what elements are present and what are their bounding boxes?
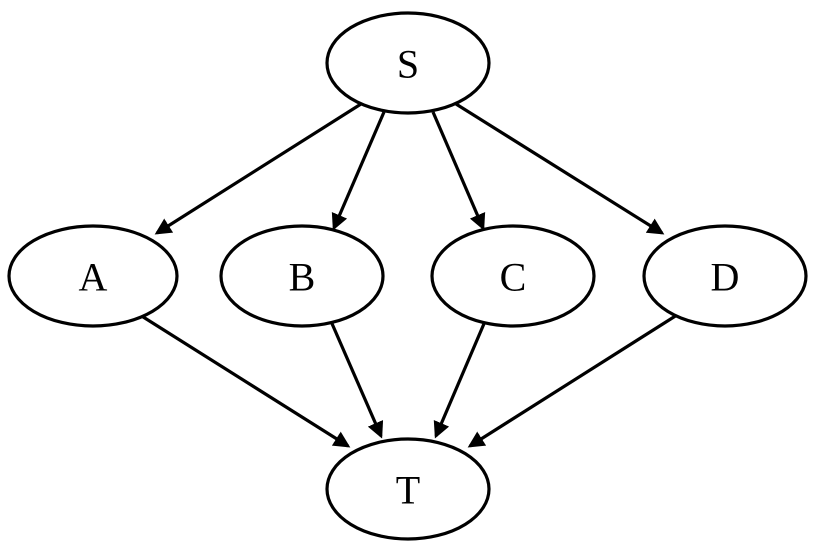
node-D-ellipse[interactable] (642, 224, 808, 328)
node-T[interactable]: T (325, 437, 491, 541)
edge-S-C (431, 111, 486, 231)
node-A-ellipse[interactable] (7, 224, 179, 328)
node-S[interactable]: S (325, 11, 491, 115)
edge-C-T (433, 318, 488, 439)
node-S-ellipse[interactable] (325, 11, 491, 115)
edge-S-A (154, 102, 362, 235)
edge-A-T (139, 313, 351, 448)
node-C-ellipse[interactable] (430, 224, 596, 328)
edge-layer (139, 102, 678, 448)
edge-D-T (467, 313, 678, 448)
edge-B-T (328, 318, 384, 439)
edge-S-B (331, 111, 386, 231)
node-T-ellipse[interactable] (325, 437, 491, 541)
node-layer: S A B C D T (7, 11, 808, 541)
node-B[interactable]: B (219, 224, 385, 328)
node-D[interactable]: D (642, 224, 808, 328)
node-B-ellipse[interactable] (219, 224, 385, 328)
edge-S-D (455, 102, 665, 235)
node-A[interactable]: A (7, 224, 179, 328)
node-C[interactable]: C (430, 224, 596, 328)
